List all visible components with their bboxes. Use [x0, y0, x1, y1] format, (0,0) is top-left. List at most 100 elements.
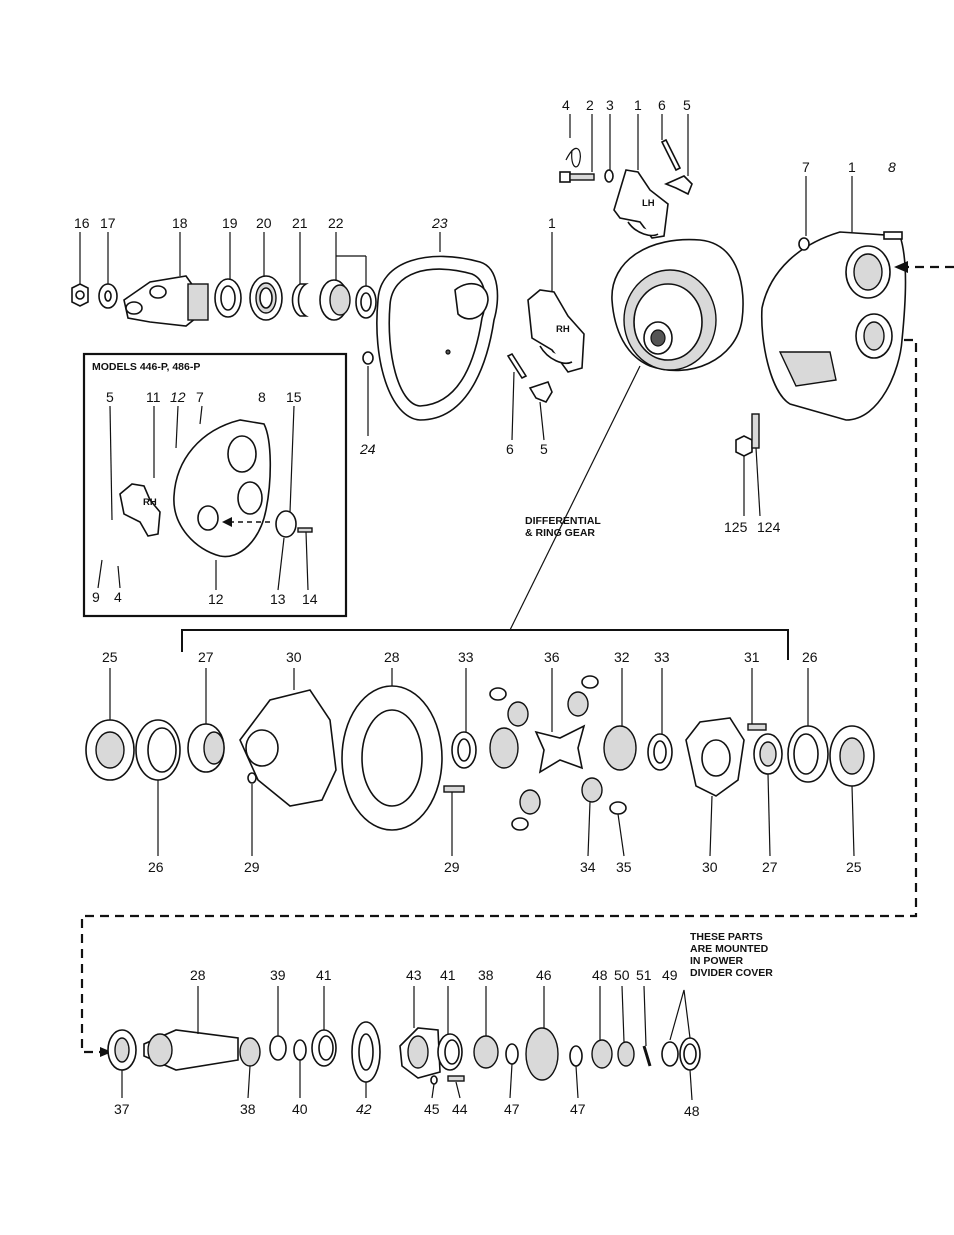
label: 11: [146, 389, 161, 405]
part-35-washers: [489, 675, 627, 831]
label: 26: [148, 859, 164, 875]
label: 46: [536, 967, 552, 983]
label: 14: [302, 591, 318, 607]
part-48-cup: [679, 1037, 701, 1071]
part-21-snap-ring: [291, 283, 309, 317]
label: 12: [170, 389, 186, 405]
part-49-ring: [661, 1041, 679, 1067]
part-17-washer: [98, 283, 118, 309]
part-labels: 4 2 3 1 6 5 7 1 8 16 17 18 19 20 21 22 2…: [74, 97, 896, 1119]
part-50-nut: [617, 1041, 635, 1067]
svg-text:ARE MOUNTED: ARE MOUNTED: [690, 943, 769, 955]
note-leader: [669, 989, 691, 1041]
part-42-shim: [351, 1021, 381, 1083]
part-45-washer: [430, 1075, 438, 1085]
power-divider-note: THESE PARTS ARE MOUNTED IN POWER DIVIDER…: [690, 931, 773, 979]
part-18-yoke: [123, 275, 209, 327]
label: 31: [744, 649, 760, 665]
label: 48: [684, 1103, 700, 1119]
label: 44: [452, 1101, 468, 1117]
part-pinion-gears: [507, 691, 603, 815]
label: 1: [848, 159, 856, 175]
label: 27: [762, 859, 778, 875]
part-36-spider: [534, 724, 586, 774]
part-27-cone: [187, 723, 225, 773]
part-40-spacer: [293, 1039, 307, 1061]
part-16-nut: [71, 283, 89, 307]
part-3-washer: [604, 169, 614, 183]
label: 24: [359, 441, 376, 457]
part-4-lock-wire: [565, 147, 581, 168]
label: 16: [74, 215, 90, 231]
part-25-cone-right: [829, 725, 875, 787]
label: 39: [270, 967, 286, 983]
differential-note: DIFFERENTIAL & RING GEAR: [509, 365, 641, 631]
label: 28: [190, 967, 206, 983]
label: 30: [286, 649, 302, 665]
part-47-spacer-2: [569, 1045, 583, 1067]
part-39-spacer: [269, 1035, 287, 1061]
label: 6: [658, 97, 666, 113]
part-22-bearing: [319, 279, 377, 321]
label: 42: [356, 1101, 372, 1117]
label: 5: [683, 97, 691, 113]
part-5-lock-top: [663, 175, 693, 196]
label: 13: [270, 591, 286, 607]
label: 32: [614, 649, 630, 665]
leader-lines: [79, 114, 855, 1101]
label: 29: [444, 859, 460, 875]
label: 41: [440, 967, 456, 983]
part-44-bolt: [447, 1075, 465, 1082]
label: 36: [544, 649, 560, 665]
label: 51: [636, 967, 652, 983]
label: 47: [570, 1101, 586, 1117]
inset-title: MODELS 446-P, 486-P: [92, 361, 200, 373]
svg-text:& RING GEAR: & RING GEAR: [525, 527, 595, 539]
label: 4: [114, 589, 122, 605]
label: 28: [384, 649, 400, 665]
label: 18: [172, 215, 188, 231]
part-48-bearing: [591, 1039, 613, 1069]
label: 47: [504, 1101, 520, 1117]
dashed-connector: [80, 338, 918, 1054]
label: 37: [114, 1101, 130, 1117]
label: 125: [724, 519, 748, 535]
flow-arrow-in: [894, 261, 954, 273]
part-5-lock: [528, 381, 553, 403]
part-25-bearing-cone: [85, 719, 135, 781]
label: 40: [292, 1101, 308, 1117]
part-27-cone-right: [753, 733, 783, 775]
part-8-stud: [883, 231, 903, 240]
label: 124: [757, 519, 781, 535]
part-24-plug: [362, 351, 374, 365]
label: 4: [562, 97, 570, 113]
label: 9: [92, 589, 100, 605]
part-20-seal: [249, 275, 283, 321]
part-33-thrust-washer: [451, 731, 477, 769]
carrier-housing: [760, 231, 907, 421]
label: 33: [458, 649, 474, 665]
label: 26: [802, 649, 818, 665]
label: 19: [222, 215, 238, 231]
label: 21: [292, 215, 308, 231]
bracket: [181, 629, 789, 660]
part-28-ring-gear: [341, 685, 443, 831]
part-37-bearing: [107, 1029, 137, 1071]
rh-tag: RH: [556, 324, 570, 335]
label: 25: [102, 649, 118, 665]
label: 43: [406, 967, 422, 983]
label: 8: [258, 389, 266, 405]
label: 50: [614, 967, 630, 983]
label: 38: [478, 967, 494, 983]
label: 20: [256, 215, 272, 231]
svg-text:DIVIDER COVER: DIVIDER COVER: [690, 967, 773, 979]
label: 35: [616, 859, 632, 875]
part-47-spacer: [505, 1043, 519, 1065]
svg-text:THESE PARTS: THESE PARTS: [690, 931, 763, 943]
label: 41: [316, 967, 332, 983]
label: 38: [240, 1101, 256, 1117]
part-28-pinion: [143, 1029, 239, 1071]
label: 49: [662, 967, 678, 983]
